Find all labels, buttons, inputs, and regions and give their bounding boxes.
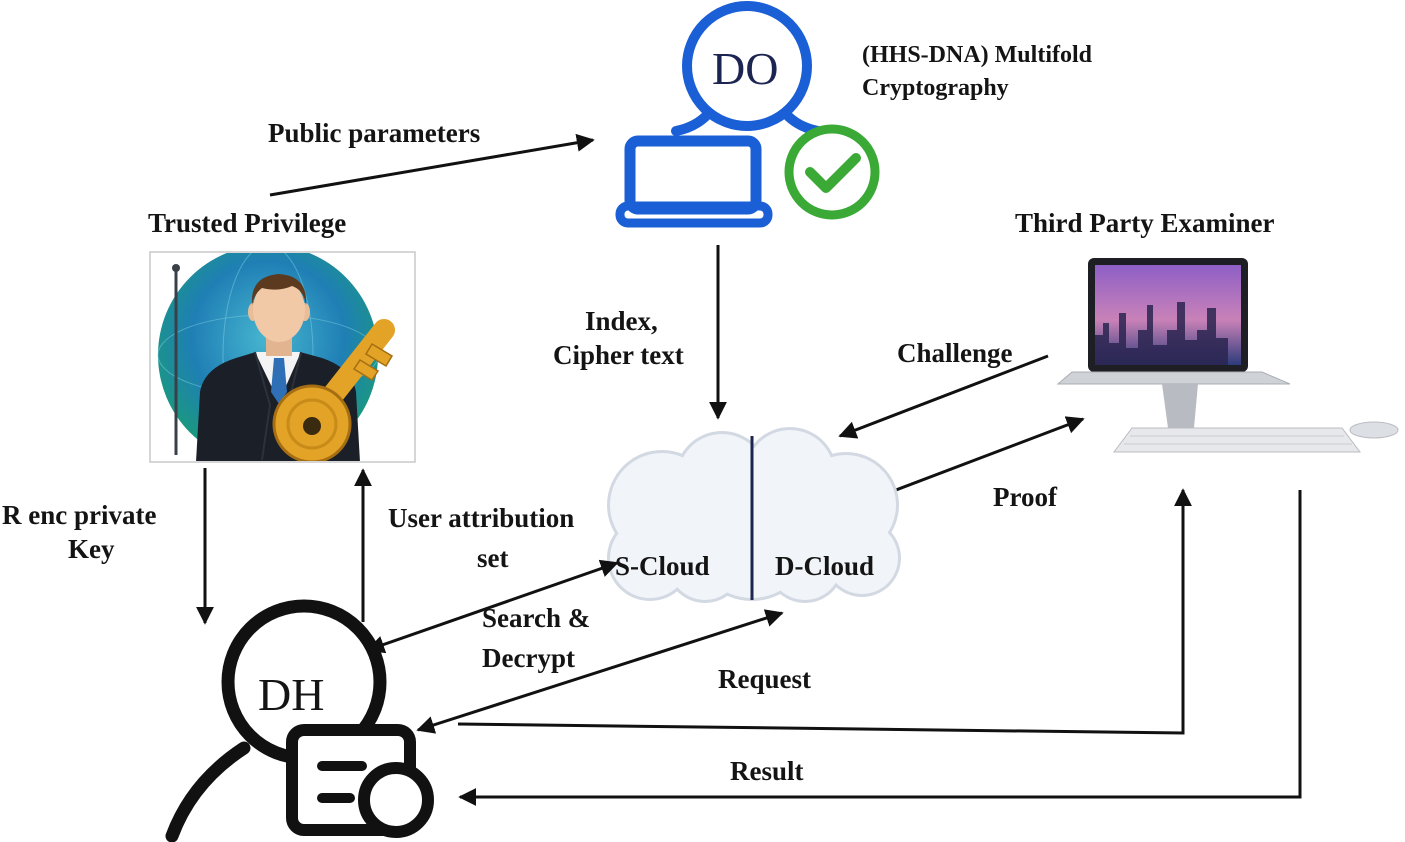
request-arrow	[457, 488, 1192, 735]
desktop-laptop-icon	[1056, 258, 1399, 453]
document-icon	[286, 724, 434, 838]
data-owner-icon: DO	[615, 1, 880, 228]
businessman-key-icon	[149, 251, 416, 463]
check-circle-icon	[784, 124, 880, 220]
data-owner-label: DO	[712, 43, 778, 94]
index-label: Index,	[585, 306, 658, 336]
laptop-icon	[615, 135, 773, 228]
search-decrypt-arrow	[416, 609, 784, 734]
cloud-icon: S-Cloud D-Cloud	[607, 427, 901, 603]
cipher-text-label: Cipher text	[553, 340, 684, 370]
challenge-arrow	[838, 354, 1049, 439]
data-owner-shoulder-left	[671, 109, 713, 136]
request-label: Request	[718, 664, 811, 694]
s-cloud-label: S-Cloud	[615, 551, 710, 581]
private-key-label-line2: Key	[68, 534, 115, 564]
data-owner-head	[682, 1, 812, 131]
proof-label: Proof	[993, 482, 1058, 512]
proof-arrow	[887, 416, 1085, 495]
public-parameters-arrow	[269, 133, 595, 197]
result-arrow	[458, 490, 1302, 806]
challenge-label: Challenge	[897, 338, 1013, 368]
user-attribution-arrow	[366, 559, 619, 654]
user-attribution-label-line1: User attribution	[388, 503, 574, 533]
d-cloud-label: D-Cloud	[775, 551, 874, 581]
data-holder-label: DH	[258, 669, 324, 720]
cryptography-annotation-line1: (HHS-DNA) Multifold	[862, 42, 1093, 68]
third-party-examiner-title: Third Party Examiner	[1015, 208, 1274, 238]
trusted-privilege-title: Trusted Privilege	[148, 208, 346, 238]
user-document-icon: DH	[165, 599, 434, 842]
public-parameters-label: Public parameters	[268, 118, 480, 148]
search-decrypt-label-line1: Search &	[482, 603, 590, 633]
search-decrypt-label-line2: Decrypt	[482, 643, 575, 673]
data-holder-body	[165, 741, 251, 842]
result-label: Result	[730, 756, 804, 786]
cryptography-annotation-line2: Cryptography	[862, 75, 1009, 101]
private-key-label-line1: R enc private	[2, 500, 156, 530]
user-attribution-label-line2: set	[477, 543, 508, 573]
